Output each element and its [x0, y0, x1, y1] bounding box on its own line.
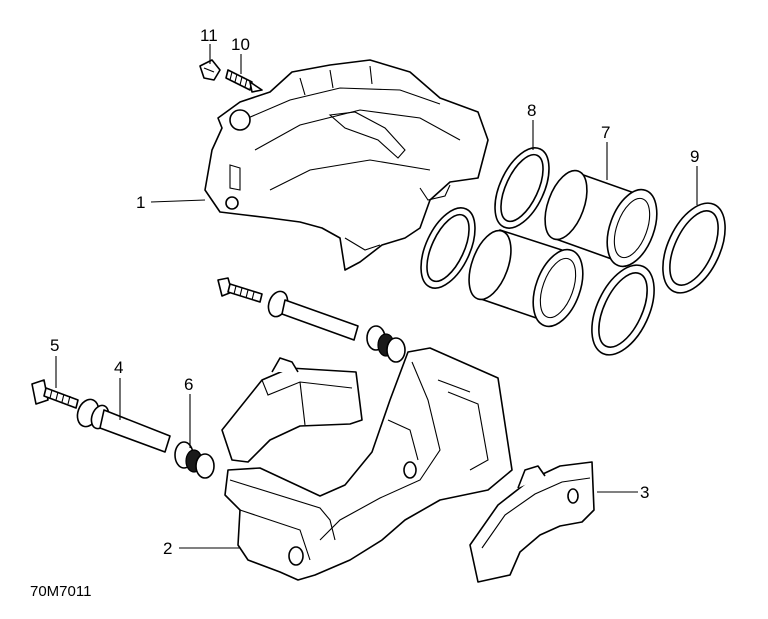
lower-guide-boot	[174, 441, 215, 479]
piston-seal-9	[662, 202, 726, 294]
callout-11: 11	[200, 26, 218, 45]
upper-guide-bolt	[217, 277, 263, 303]
callout-7: 7	[601, 123, 610, 142]
callout-9: 9	[690, 147, 699, 166]
piston-seal-lower	[591, 264, 655, 356]
upper-guide-boot	[366, 325, 406, 363]
callout-10: 10	[231, 35, 250, 54]
lower-guide-bolt	[31, 379, 79, 409]
callout-labels: 1 2 3 4 5 6 7 8 9 10 11	[50, 26, 699, 558]
leader-lines	[55, 44, 698, 549]
figure-reference: 70M7011	[30, 583, 91, 600]
callout-5: 5	[50, 336, 59, 355]
callout-8: 8	[527, 101, 536, 120]
callout-2: 2	[163, 539, 172, 558]
inner-brake-pad	[221, 357, 363, 463]
lower-guide-pin	[76, 398, 171, 453]
piston-upper	[544, 169, 658, 268]
upper-guide-pin	[267, 290, 359, 341]
piston-lower	[468, 229, 584, 328]
dust-seal-left	[420, 207, 476, 289]
callout-3: 3	[640, 483, 649, 502]
caliper-housing	[204, 59, 489, 271]
caliper-carrier	[224, 347, 513, 581]
bleed-screw	[225, 69, 263, 93]
callout-4: 4	[114, 358, 123, 377]
callout-6: 6	[184, 375, 193, 394]
outer-brake-pad	[469, 461, 595, 583]
dust-seal-8	[494, 147, 550, 229]
callout-1: 1	[136, 193, 145, 212]
